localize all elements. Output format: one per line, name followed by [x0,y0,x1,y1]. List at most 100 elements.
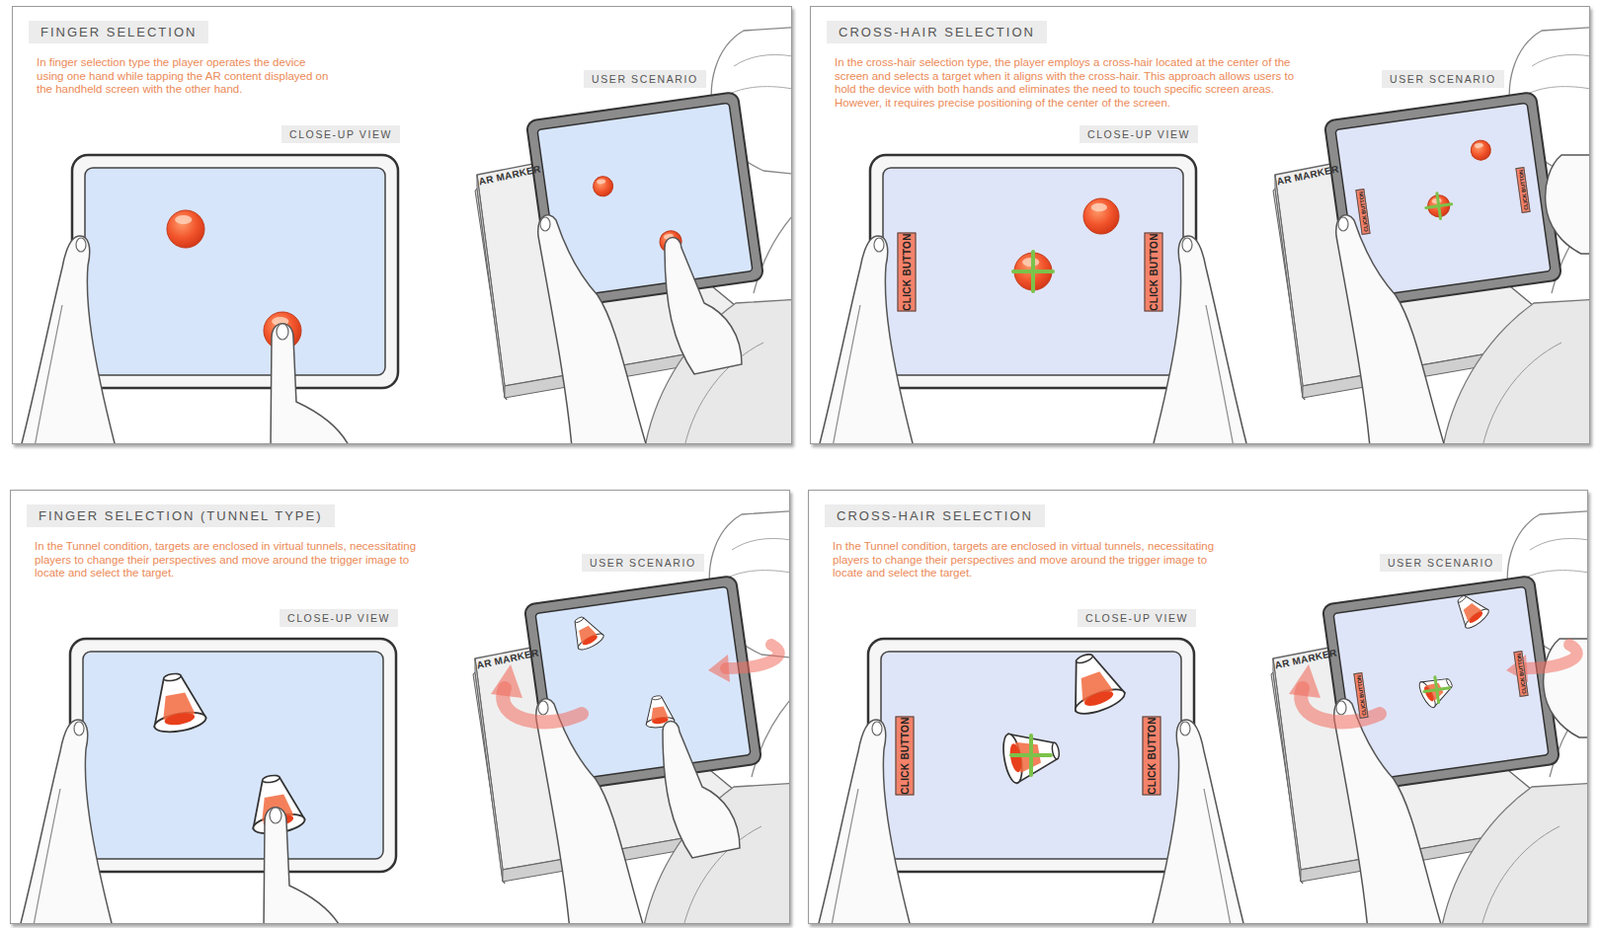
illustration-part [832,305,861,445]
illustration-part [725,54,793,96]
illustration-part [490,664,523,699]
illustration-part [1082,688,1116,710]
label-text: CROSS-HAIR SELECTION [836,508,1034,524]
illustration-part [540,217,551,232]
illustration-part [477,174,505,399]
illustration-part [34,305,63,445]
view-label: USER SCENARIO [1379,554,1503,572]
illustration-part [874,238,884,252]
panel-title: FINGER SELECTION [28,20,209,44]
illustration-part [868,639,1195,873]
illustration-part [1338,217,1349,232]
illustration-part [1150,720,1246,925]
view-label: USER SCENARIO [583,70,707,88]
illustration-part [270,323,350,445]
illustration-part [174,215,192,225]
illustration-part [725,644,780,669]
illustration-part [1182,238,1193,252]
illustration-part [830,789,859,925]
label-text: USER SCENARIO [591,73,699,85]
panel-title: CROSS-HAIR SELECTION [826,20,1047,44]
illustration-part [74,721,84,736]
illustration-part [1014,252,1052,291]
illustration-part [565,611,606,653]
illustration-part [1091,203,1108,213]
illustration-part [1523,54,1591,96]
illustration-part [882,167,1184,376]
illustration-part [1152,236,1248,445]
illustration-part [1058,646,1128,720]
illustration-part [146,669,208,736]
illustration-part [261,774,280,785]
illustration-part [1449,588,1492,632]
illustration-part [82,651,384,860]
view-label: USER SCENARIO [1381,70,1505,88]
illustration-part [1275,174,1303,399]
illustration-part [1450,590,1489,629]
label-text: CLICK BUTTON [899,717,911,795]
illustration-part [276,323,289,340]
illustration-part [591,174,615,198]
illustration-part [1013,251,1053,292]
illustration-part [162,672,181,683]
illustration-part [1456,594,1467,604]
panel-description: In the Tunnel condition, targets are enc… [34,540,440,581]
label-text: CLOSE-UP VIEW [1085,612,1189,625]
illustration-part [664,238,742,376]
illustration-part [538,215,647,445]
illustration-part [1011,735,1051,776]
illustration-part [1050,742,1060,761]
illustration-part [1205,305,1234,445]
panel-description: In the Tunnel condition, targets are enc… [832,540,1238,581]
figure-panel: In the Tunnel condition, targets are enc… [9,489,791,925]
illustration-part [163,711,196,727]
illustration-part [20,236,116,445]
label-text: FINGER SELECTION (TUNNEL TYPE) [38,508,323,524]
label-text: FINGER SELECTION [40,24,197,40]
illustration-part [32,789,61,925]
illustration-part [1336,215,1445,445]
click-button: CLICK BUTTON [1144,232,1164,312]
illustration-part [536,699,645,925]
illustration-part [872,721,882,736]
illustration-part [269,807,282,824]
panel-description: In the cross-hair selection type, the pl… [834,56,1311,110]
illustration-part [662,721,740,860]
label-text: CLICK BUTTON [901,233,913,311]
illustration-part [263,807,343,925]
illustration-part [1474,142,1485,149]
illustration-part [72,155,399,389]
label-text: CROSS-HAIR SELECTION [838,24,1036,40]
figure-panel: In the cross-hair selection type, the pl… [809,5,1591,445]
illustration-part [1422,685,1436,704]
illustration-part [880,651,1182,860]
illustration-part [84,167,386,376]
illustration-part [1521,538,1589,580]
illustration-part [1083,198,1120,235]
illustration-part [596,178,607,185]
figure-panel: In finger selection type the player oper… [11,5,793,445]
click-button: CLICK BUTTON [897,232,917,312]
illustration-part [18,720,114,925]
illustration-part [1416,669,1458,710]
illustration-part [1288,664,1321,699]
illustration-part [1022,257,1040,267]
illustration-part [1424,191,1453,221]
illustration-part [1180,721,1191,736]
panel-title: CROSS-HAIR SELECTION [824,504,1045,528]
panel-description: In finger selection type the player oper… [36,56,333,97]
illustration-part [708,654,730,683]
label-text: CLOSE-UP VIEW [1087,128,1191,141]
label-text: CLICK BUTTON [1146,717,1158,795]
illustration-part [1442,299,1591,445]
view-label: CLOSE-UP VIEW [281,125,400,144]
illustration-part [1000,725,1064,785]
view-label: CLOSE-UP VIEW [1079,125,1199,144]
illustration-part [573,616,584,625]
illustration-part [1152,236,1248,445]
view-label: CLOSE-UP VIEW [1077,609,1197,628]
illustration-part [166,210,205,248]
illustration-part [76,238,86,252]
illustration-part [1467,610,1485,626]
